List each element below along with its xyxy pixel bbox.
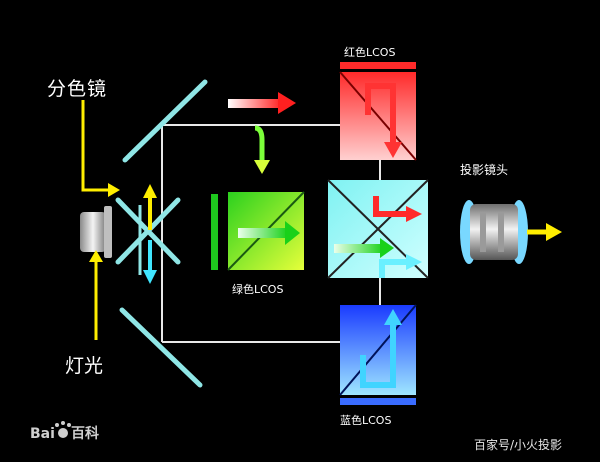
projection-lens-icon (460, 200, 528, 264)
dichroic-mirror-label: 分色镜 (47, 78, 107, 100)
green-lcos-block (211, 191, 305, 271)
blue-lcos-label: 蓝色LCOS (340, 413, 391, 427)
credit-watermark: 百家号/小火投影 (474, 437, 562, 452)
pointer-arrowhead-mirror (108, 183, 120, 197)
lamp-label: 灯光 (65, 355, 103, 377)
red-lcos-block (339, 62, 417, 161)
green-curve-arrowhead (254, 160, 270, 174)
green-curve-arrow (254, 125, 265, 162)
red-lcos-label: 红色LCOS (344, 45, 395, 59)
projection-lens-label: 投影镜头 (460, 162, 508, 177)
label-pointers (81, 100, 108, 340)
combining-prism (327, 179, 429, 279)
light-split-arrows (143, 184, 157, 284)
lamp-icon (80, 206, 112, 258)
green-lcos-label: 绿色LCOS (232, 282, 283, 296)
paw-icon (55, 421, 71, 438)
dichroic-mirrors (115, 79, 208, 388)
output-arrow (527, 223, 562, 241)
blue-lcos-block (339, 304, 417, 405)
baidu-prefix: Bai (30, 426, 55, 442)
red-incoming-arrow (228, 92, 296, 114)
baidu-watermark: Bai 百科 (30, 421, 99, 442)
baidu-suffix: 百科 (71, 425, 99, 442)
pointer-arrowhead-lamp (89, 250, 103, 262)
